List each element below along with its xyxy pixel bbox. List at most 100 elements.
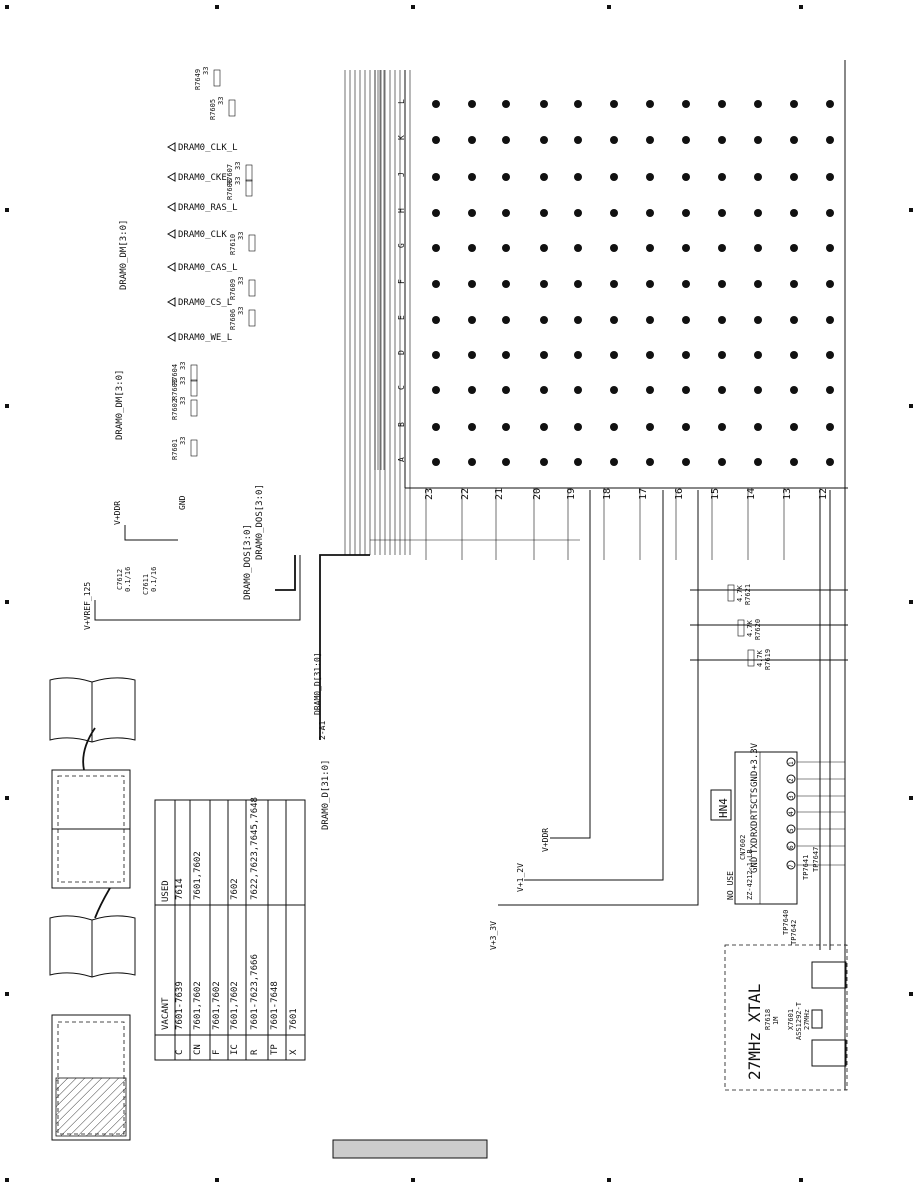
ball-pin — [718, 316, 726, 324]
table-cell-used: 7601-7639 — [175, 981, 185, 1030]
resistor-ref: R7608 — [226, 179, 234, 200]
ball-pin — [790, 136, 798, 144]
bus-dram-d-ref: 2-A1 — [318, 721, 327, 740]
ball-pin — [574, 173, 582, 181]
ball-pin — [646, 280, 654, 288]
ball-pin — [826, 280, 834, 288]
ball-pin — [790, 423, 798, 431]
ball-pin — [574, 351, 582, 359]
ball-pin — [574, 244, 582, 252]
ball-pin — [826, 173, 834, 181]
test-point-label: TP7642 — [790, 920, 798, 945]
resistor-ref: R7605 — [209, 99, 217, 120]
ball-pin — [502, 209, 510, 217]
ball-pin — [574, 280, 582, 288]
signal-label: DRAM0_RAS_L — [178, 203, 238, 213]
hn4-connector — [710, 751, 798, 905]
test-point-label: TP7640 — [782, 910, 790, 935]
bottom-resistor-value: 4.7K — [746, 619, 754, 637]
row-number: 18 — [602, 488, 613, 500]
ball-pin — [646, 458, 654, 466]
ball-pin — [754, 100, 762, 108]
ball-pin — [432, 351, 440, 359]
table-cell-vacant: 7601,7602 — [193, 851, 203, 900]
ball-pin — [574, 136, 582, 144]
ball-pin — [790, 100, 798, 108]
ball-pin — [468, 136, 476, 144]
resistor-ref: R7601 — [171, 439, 179, 460]
ball-pin — [432, 316, 440, 324]
hn4-pin — [786, 824, 796, 834]
column-letter: H — [397, 208, 406, 213]
ball-pin — [646, 100, 654, 108]
ball-pin — [718, 209, 726, 217]
ball-pin — [754, 386, 762, 394]
table-cell-used: 7601,7602 — [193, 981, 203, 1030]
ball-pin — [432, 136, 440, 144]
signal-label: DRAM0_CKE — [178, 173, 227, 183]
ball-pin — [502, 136, 510, 144]
row-number: 23 — [424, 488, 435, 500]
ball-pin — [468, 423, 476, 431]
resistor-ref: R7604 — [171, 364, 179, 385]
resistor-value: 33 — [237, 277, 245, 285]
ball-pin — [432, 244, 440, 252]
ball-pin — [468, 351, 476, 359]
ball-pin — [718, 423, 726, 431]
hn4-pin — [786, 860, 796, 870]
ball-pin — [826, 458, 834, 466]
ball-pin — [610, 280, 618, 288]
hn4-pin-number: 2 — [788, 778, 795, 782]
column-letter: J — [397, 172, 406, 177]
ball-pin — [790, 209, 798, 217]
ball-pin — [790, 386, 798, 394]
row-number: 13 — [782, 488, 793, 500]
resistor-ref: R7610 — [229, 234, 237, 255]
ball-pin — [682, 316, 690, 324]
parts-table-text: USEDVACANTC7601-76397614CN7601,76027601,… — [161, 797, 299, 1055]
ball-pin — [646, 173, 654, 181]
ball-pin — [754, 458, 762, 466]
ball-pin — [468, 244, 476, 252]
ball-pin — [540, 244, 548, 252]
page-orientation-icons — [49, 677, 136, 1141]
resistor-ref: R7607 — [226, 164, 234, 185]
ball-pin — [432, 386, 440, 394]
ball-pin — [682, 423, 690, 431]
ball-pin — [646, 136, 654, 144]
ball-pin — [502, 316, 510, 324]
ball-pin — [610, 386, 618, 394]
ball-pin — [718, 244, 726, 252]
resistor-value: 33 — [202, 67, 210, 75]
table-cell-vacant: 7614 — [175, 878, 185, 900]
bottom-resistor-ref: R7619 — [764, 649, 772, 670]
table-cell-used: 7601-7648 — [270, 981, 280, 1030]
wiring-grid — [94, 60, 848, 1090]
ball-pin — [718, 458, 726, 466]
vref-cap2-value: 0.1/16 — [150, 567, 158, 592]
hn4-pin-label: RTS — [750, 804, 760, 820]
bus-dram-dos: DRAM0_DOS[3:0] — [243, 524, 253, 600]
table-cell-vacant: 7602 — [230, 878, 240, 900]
ball-pin — [468, 280, 476, 288]
ball-pin — [682, 386, 690, 394]
hn4-part: CN7602 — [739, 835, 747, 860]
ball-pin — [682, 458, 690, 466]
xtal-ref: X7601 — [787, 1009, 795, 1030]
table-cell-vacant: 7622,7623,7645,7648 — [250, 797, 260, 900]
bus-dram-dm-2: DRAM0_DM[3:0] — [119, 220, 129, 290]
xtal-title: 27MHz XTAL — [745, 984, 764, 1080]
hn4-pin-number: 3 — [788, 795, 795, 799]
xtal-res-value: 1M — [772, 1017, 780, 1025]
bottom-resistor-value: 4.7K — [756, 649, 764, 667]
table-header-vacant: VACANT — [161, 997, 171, 1030]
ball-pin — [646, 423, 654, 431]
ball-pin — [754, 209, 762, 217]
bus-dram-dos-2: DRAM0_DOS[3:0] — [255, 484, 265, 560]
ball-pin — [682, 173, 690, 181]
table-cell-type: TP — [270, 1044, 280, 1055]
vref-vddr: V+DDR — [113, 501, 122, 525]
vref-cap2: C7611 — [142, 574, 150, 595]
power-net-label: V+3_3V — [489, 921, 498, 950]
